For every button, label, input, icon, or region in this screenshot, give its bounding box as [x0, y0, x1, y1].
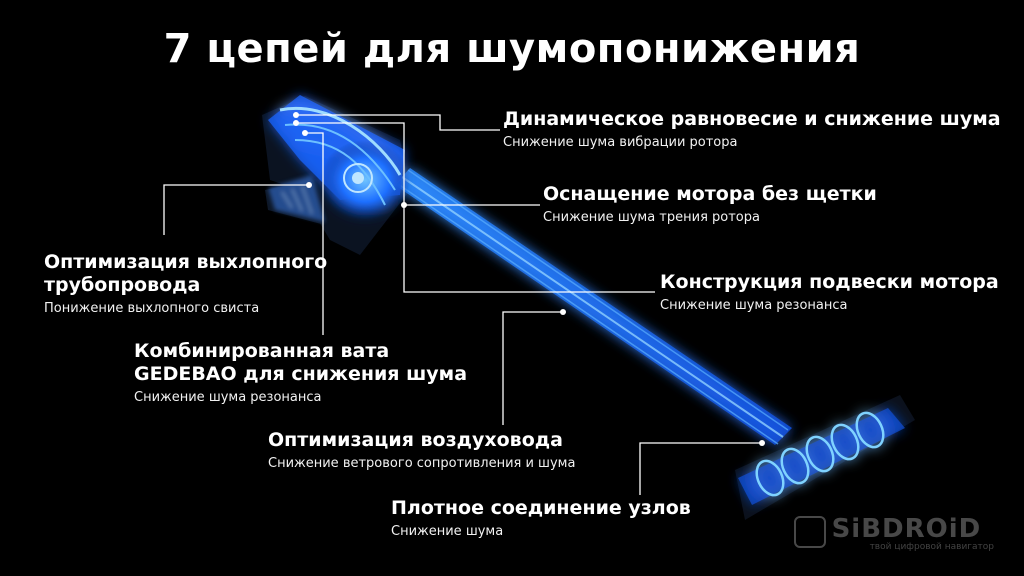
- callout-subtitle: Снижение шума трения ротора: [543, 210, 760, 225]
- callout-brushless-motor: Оснащение мотора без щетки Снижение шума…: [543, 183, 877, 227]
- callout-heading-line1: Оптимизация выхлопного: [44, 251, 328, 273]
- callout-subtitle: Снижение шума вибрации ротора: [503, 135, 738, 150]
- callout-heading-line2: трубопровода: [44, 274, 201, 296]
- callout-heading: Оптимизация воздуховода: [268, 429, 563, 451]
- callout-heading-line1: Комбинированная вата: [134, 340, 390, 362]
- callout-lines: [163, 114, 762, 495]
- callout-gedebao-cotton: Комбинированная вата GEDEBAO для снижени…: [134, 340, 467, 407]
- callout-subtitle: Снижение шума: [391, 524, 504, 539]
- callout-heading: Оснащение мотора без щетки: [543, 183, 877, 205]
- callout-air-duct: Оптимизация воздуховода Снижение ветрово…: [268, 429, 575, 473]
- callout-dynamic-balance: Динамическое равновесие и снижение шума …: [503, 108, 1001, 152]
- watermark-tagline: твой цифровой навигатор: [869, 542, 994, 552]
- callout-dots: [293, 112, 765, 446]
- callout-heading: Плотное соединение узлов: [391, 497, 691, 519]
- callout-exhaust-pipe: Оптимизация выхлопного трубопровода Пони…: [44, 251, 327, 318]
- watermark: SiBDROiD твой цифровой навигатор: [793, 514, 994, 552]
- page-title: 7 цепей для шумопонижения: [163, 26, 861, 72]
- motor-body: [268, 95, 410, 220]
- floor-brush: [738, 408, 905, 505]
- callout-heading: Конструкция подвески мотора: [660, 271, 999, 293]
- callout-heading-line2: GEDEBAO для снижения шума: [134, 363, 468, 385]
- callout-tight-joints: Плотное соединение узлов Снижение шума: [391, 497, 691, 541]
- vacuum-tube: [395, 168, 792, 445]
- callout-subtitle: Понижение выхлопного свиста: [44, 301, 260, 316]
- watermark-name: SiBDROiD: [831, 514, 982, 544]
- callout-heading: Динамическое равновесие и снижение шума: [503, 108, 1001, 130]
- callout-motor-suspension: Конструкция подвески мотора Снижение шум…: [660, 271, 999, 315]
- callout-subtitle: Снижение шума резонанса: [660, 298, 848, 313]
- callout-subtitle: Снижение ветрового сопротивления и шума: [268, 456, 576, 471]
- callout-subtitle: Снижение шума резонанса: [134, 390, 322, 405]
- watermark-logo-icon: [793, 516, 826, 548]
